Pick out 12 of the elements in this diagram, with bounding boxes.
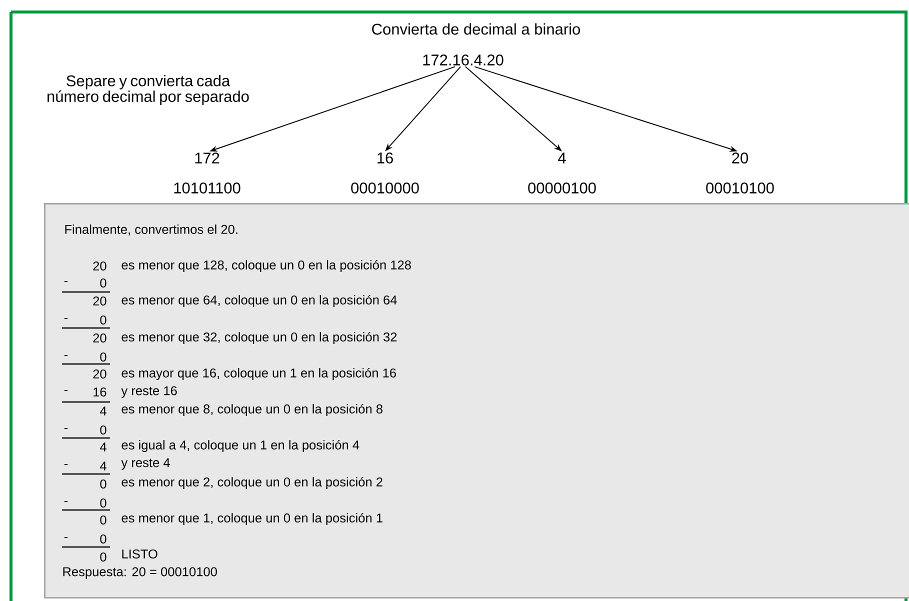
binary-value: 10101100 <box>174 182 240 194</box>
binary-value: 00010100 <box>706 182 774 194</box>
number: 20 <box>732 152 748 164</box>
explanation-panel: Finalmente, convertimos el 20. 20 es menor que 128, coloque un 0 en la posición 128 - 0 20 es menor que 64, coloque un 0 en la posición 64 - 0 20 es menor que 32, coloque un 0 en la posición 32 - 0 20 es mayor que 16, coloque un 1 en la posición 16 - 16 y reste 16 4 es menor que 8, coloque un 0 en la posición 8 - 0 4 es igual a 4, coloque un 1 en la posición 4 - 4 y reste 4 0 es menor que 2, coloque un 0 en la posición 2 - 0 0 es menor que 1, coloque un 0 en la posición 1 - 0 0 LISTO Respuesta: 20 = 00010100 <box>44 203 909 598</box>
number: 16 <box>378 152 393 164</box>
number: 172 <box>195 152 220 164</box>
binary-value: 00010000 <box>351 182 419 194</box>
note: Separe y convierta cada número decimal por separado <box>48 74 249 106</box>
number: 4 <box>558 152 566 164</box>
title: Convierta de decimal a binario <box>372 23 580 35</box>
binary-value: 00000100 <box>528 182 596 194</box>
number: 172.16.4.20 <box>423 54 504 66</box>
